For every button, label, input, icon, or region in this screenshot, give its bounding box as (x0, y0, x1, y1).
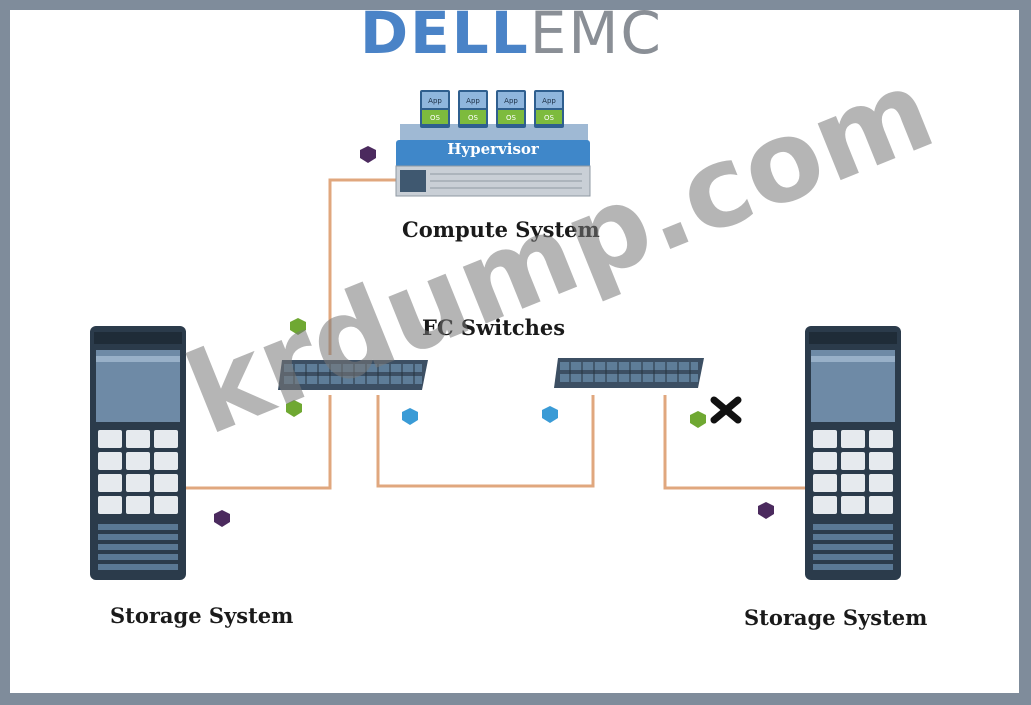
vm-1-os-label: OS (430, 114, 441, 122)
cable-switch-right-to-storage-right (663, 395, 805, 490)
port-switch-right-bottom-icon (690, 411, 706, 428)
vm-3-os-label: OS (506, 114, 517, 122)
compute-system-label: Compute System (402, 217, 600, 242)
storage-system-right-icon (805, 326, 901, 580)
port-markers (214, 146, 774, 527)
cable-compute-to-switch-left (328, 178, 396, 355)
port-switch-left-bottom-icon (286, 400, 302, 417)
cables (185, 178, 805, 490)
vm-3-app-label: App (504, 97, 518, 105)
vm-4-app-label: App (542, 97, 556, 105)
vm-1 (420, 90, 450, 128)
port-storage-right-icon (758, 502, 774, 519)
fc-switches-label: FC Switches (422, 315, 566, 340)
cable-switch-left-to-switch-right (376, 395, 595, 488)
hypervisor-label: Hypervisor (447, 140, 540, 158)
port-compute-icon (360, 146, 376, 163)
storage-system-right-label: Storage System (744, 605, 928, 630)
port-isl-left-icon (402, 408, 418, 425)
storage-system-left-icon (90, 326, 186, 580)
compute-system-icon: App App App App OS OS OS OS Hypervisor (395, 90, 591, 197)
diagram-frame: DELLEMC (10, 10, 1019, 693)
dell-emc-logo: DELLEMC (360, 10, 663, 67)
vm-3 (496, 90, 526, 128)
vm-2-app-label: App (466, 97, 480, 105)
port-switch-left-top-icon (290, 318, 306, 335)
fc-switch-right-icon (554, 358, 704, 388)
port-storage-left-icon (214, 510, 230, 527)
cable-storage-left-to-switch-left (185, 395, 332, 490)
vm-2-os-label: OS (468, 114, 479, 122)
fc-switch-left-icon (278, 360, 428, 390)
x-mark-icon (710, 396, 742, 424)
vm-4-os-label: OS (544, 114, 555, 122)
port-isl-right-icon (542, 406, 558, 423)
topology-diagram: App App App App OS OS OS OS Hypervisor (90, 90, 901, 580)
vm-2 (458, 90, 488, 128)
vm-4 (534, 90, 564, 128)
vm-1-app-label: App (428, 97, 442, 105)
storage-system-left-label: Storage System (110, 603, 294, 628)
